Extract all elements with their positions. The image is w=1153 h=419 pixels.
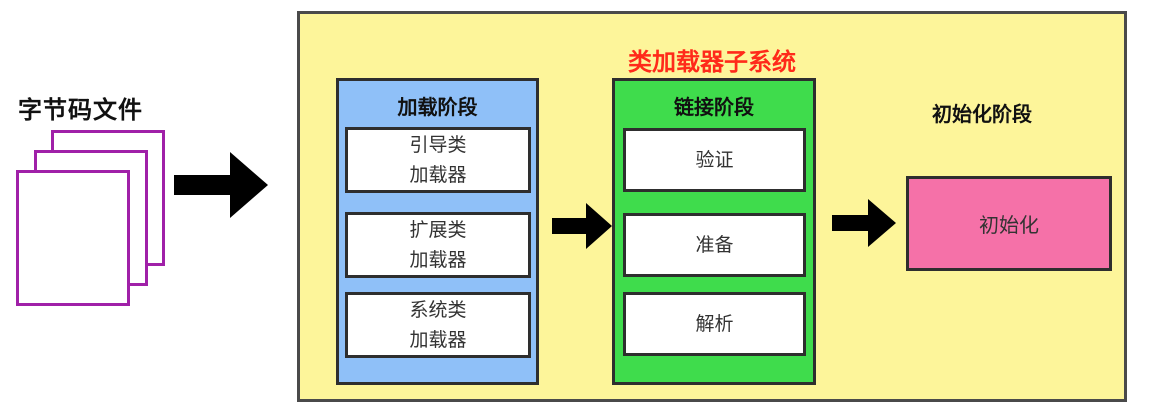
file-page-icon (16, 170, 130, 306)
initialization-stage-title: 初始化阶段 (932, 102, 1032, 126)
loading-stage: 加载阶段 引导类 加载器 扩展类 加载器 系统类 加载器 (336, 78, 539, 385)
initialization-box: 初始化 (906, 176, 1112, 271)
loader-line: 加载器 (409, 164, 467, 186)
linking-stage: 链接阶段 验证 准备 解析 (612, 78, 816, 385)
loader-line: 系统类 (409, 299, 467, 321)
arrow-right-icon (832, 199, 896, 247)
linking-step-prepare: 准备 (623, 213, 806, 277)
arrow-right-icon (552, 203, 612, 249)
arrow-right-icon (174, 152, 268, 218)
loader-line: 引导类 (409, 134, 467, 156)
extension-class-loader: 扩展类 加载器 (345, 212, 531, 278)
bootstrap-class-loader: 引导类 加载器 (345, 127, 531, 193)
linking-step-verify: 验证 (623, 128, 806, 192)
loading-stage-title: 加载阶段 (397, 95, 478, 119)
linking-step-resolve: 解析 (623, 292, 806, 356)
linking-stage-title: 链接阶段 (674, 95, 754, 119)
loader-line: 加载器 (409, 249, 467, 271)
system-class-loader: 系统类 加载器 (345, 292, 531, 358)
bytecode-files-label: 字节码文件 (18, 96, 143, 124)
loader-line: 扩展类 (409, 219, 467, 241)
loader-line: 加载器 (409, 329, 467, 351)
subsystem-title: 类加载器子系统 (628, 48, 796, 76)
class-loader-subsystem: 类加载器子系统 加载阶段 引导类 加载器 扩展类 加载器 系统类 加载器 (297, 11, 1127, 402)
